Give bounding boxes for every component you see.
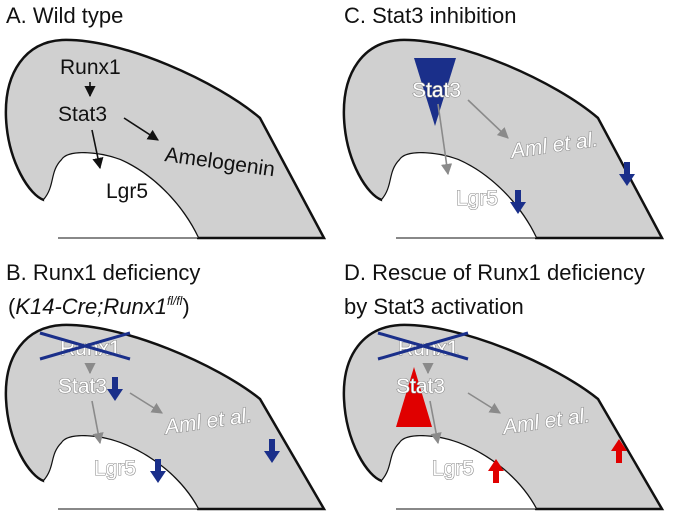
panel-d-rescue: D. Rescue of Runx1 deficiency by Stat3 a… bbox=[338, 259, 675, 518]
down-arrow-icon bbox=[107, 377, 123, 401]
down-arrow-icon bbox=[264, 439, 280, 463]
arrow-stat3-to-amelogenin bbox=[123, 117, 159, 141]
lgr5-label: Lgr5 bbox=[106, 180, 148, 203]
up-arrow-icon bbox=[488, 459, 504, 483]
down-arrow-icon bbox=[510, 190, 526, 214]
panel-a-wild-type: A. Wild type Runx1 Stat3 Amelogenin Lgr5 bbox=[0, 0, 337, 259]
lgr5-label: Lgr5 bbox=[432, 457, 474, 480]
inhibition-triangle-icon bbox=[414, 58, 456, 126]
mesenchyme-opening bbox=[382, 436, 536, 509]
mesenchyme-opening bbox=[382, 153, 536, 238]
panel-c-title: C. Stat3 inhibition bbox=[344, 3, 516, 28]
panel-d-title-line2: by Stat3 activation bbox=[344, 294, 524, 319]
stat3-label: Stat3 bbox=[412, 79, 461, 102]
stat3-label: Stat3 bbox=[58, 375, 107, 398]
arrow-stat3-to-lgr5 bbox=[437, 103, 453, 176]
arrow-stat3-to-lgr5 bbox=[91, 400, 104, 445]
lgr5-label: Lgr5 bbox=[456, 187, 498, 210]
arrow-stat3-to-aml bbox=[129, 392, 163, 414]
activation-triangle-icon bbox=[396, 367, 432, 427]
panel-d-title-line1: D. Rescue of Runx1 deficiency bbox=[344, 260, 645, 285]
mesenchyme-opening bbox=[44, 153, 198, 238]
down-arrow-icon bbox=[619, 162, 635, 186]
panel-b-subtitle: (K14-Cre;Runx1fl/fl) bbox=[8, 294, 190, 319]
panel-c-stat3-inhibition: C. Stat3 inhibition Stat3 Aml et al. Lgr… bbox=[338, 0, 675, 259]
cross-icon bbox=[39, 331, 131, 361]
panel-b-runx1-deficiency: B. Runx1 deficiency (K14-Cre;Runx1fl/fl)… bbox=[0, 259, 337, 518]
arrow-stat3-to-lgr5 bbox=[91, 129, 104, 170]
cross-icon bbox=[377, 331, 469, 361]
panel-b-title: B. Runx1 deficiency bbox=[6, 260, 200, 285]
down-arrow-icon bbox=[150, 459, 166, 483]
panel-a-title: A. Wild type bbox=[6, 3, 123, 28]
mesenchyme-opening bbox=[44, 436, 198, 509]
stat3-label: Stat3 bbox=[58, 103, 107, 126]
lgr5-label: Lgr5 bbox=[94, 457, 136, 480]
arrow-stat3-to-aml bbox=[467, 392, 501, 414]
arrow-stat3-to-aml bbox=[467, 99, 509, 139]
arrow-stat3-to-lgr5 bbox=[429, 400, 442, 445]
runx1-label: Runx1 bbox=[60, 56, 121, 79]
up-arrow-icon bbox=[611, 439, 627, 463]
stat3-label: Stat3 bbox=[396, 375, 445, 398]
